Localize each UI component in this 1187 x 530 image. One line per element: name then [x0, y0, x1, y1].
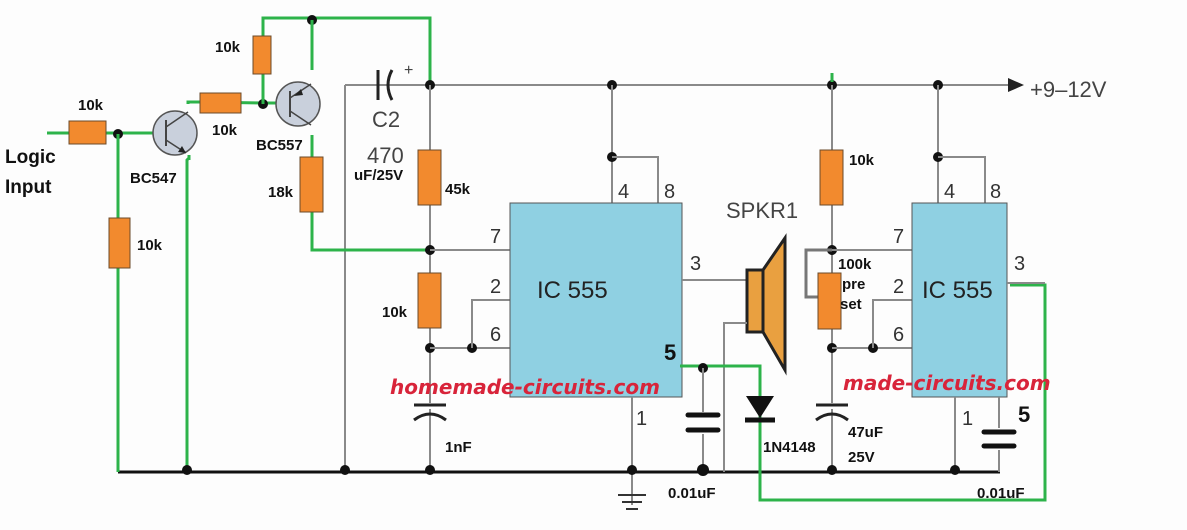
- ic1-pin4: 4: [618, 181, 629, 203]
- c2-value: 470: [367, 143, 404, 168]
- ic1-label: IC 555: [537, 277, 608, 304]
- ic2-pin7: 7: [893, 226, 904, 248]
- c2-label: C2: [372, 107, 400, 132]
- watermark-1: homemade-circuits.com: [390, 375, 660, 399]
- supply-rail: +9–12V: [345, 77, 1107, 102]
- resistor-18k: [299, 156, 324, 213]
- ic2-pin6: 6: [893, 324, 904, 346]
- c-47uf-label-2: 25V: [848, 449, 875, 466]
- ic1-pin1: 1: [636, 408, 647, 430]
- preset-label-2: pre: [842, 276, 865, 293]
- arrow-icon: [1008, 78, 1024, 92]
- resistor-10k-timing2: [819, 149, 844, 206]
- resistor-10k-timing1-label: 10k: [382, 304, 408, 321]
- ic2-pin2: 2: [893, 276, 904, 298]
- capacitor-ctrl1: [685, 412, 721, 434]
- resistor-input: [68, 120, 107, 145]
- c-47uf-label-1: 47uF: [848, 424, 883, 441]
- resistor-10k-timing1: [417, 272, 442, 329]
- preset-label-1: 100k: [838, 256, 872, 273]
- watermark-2: made-circuits.com: [843, 371, 1051, 395]
- c-ctrl1-label: 0.01uF: [668, 485, 716, 502]
- ground-icon: [618, 494, 646, 510]
- c-1nf-label: 1nF: [445, 439, 472, 456]
- ic2-pin1: 1: [962, 408, 973, 430]
- transistor-bc547: [152, 110, 198, 156]
- ic2-pin4: 4: [944, 181, 955, 203]
- ic1-pin5: 5: [664, 340, 676, 365]
- resistor-45k: [417, 149, 442, 206]
- ic1-555: [509, 202, 683, 398]
- c2-rating: uF/25V: [354, 167, 403, 184]
- preset-100k: [817, 272, 842, 330]
- resistor-10k-timing2-label: 10k: [849, 152, 875, 169]
- speaker-icon: [745, 233, 787, 376]
- preset-label-3: set: [840, 296, 862, 313]
- diode-1n4148: [745, 396, 775, 423]
- resistor-base-557-label: 10k: [212, 122, 238, 139]
- diode-label: 1N4148: [763, 439, 816, 456]
- resistor-45k-label: 45k: [445, 181, 471, 198]
- resistor-pulldown: [108, 217, 131, 269]
- speaker-label: SPKR1: [726, 198, 798, 223]
- ic1-pin3: 3: [690, 253, 701, 275]
- resistor-bias-557-label: 10k: [215, 39, 241, 56]
- resistor-pulldown-label: 10k: [137, 237, 163, 254]
- resistor-18k-label: 18k: [268, 184, 294, 201]
- capacitor-c2: [376, 69, 394, 101]
- transistor-bc557: [275, 81, 321, 127]
- capacitor-1nf: [413, 403, 447, 422]
- ic2-pin8: 8: [990, 181, 1001, 203]
- capacitor-ctrl2: [981, 428, 1017, 450]
- ic1-pin7: 7: [490, 226, 501, 248]
- ic2-pin3: 3: [1014, 253, 1025, 275]
- bc547-label: BC547: [130, 170, 177, 187]
- ic2-label: IC 555: [922, 277, 993, 304]
- bc557-label: BC557: [256, 137, 303, 154]
- logic-input-label-2: Input: [5, 177, 52, 198]
- ic1-pin8: 8: [664, 181, 675, 203]
- ic1-pin6: 6: [490, 324, 501, 346]
- ic2-555: [911, 202, 1008, 398]
- ic2-pin5: 5: [1018, 402, 1030, 427]
- c2-plus: +: [404, 62, 413, 79]
- resistor-base-557: [199, 92, 242, 114]
- resistor-bias-557: [252, 35, 272, 75]
- c-ctrl2-label: 0.01uF: [977, 485, 1025, 502]
- resistor-input-label: 10k: [78, 97, 104, 114]
- capacitor-47uf: [815, 403, 849, 422]
- logic-input-label: Logic: [5, 147, 56, 168]
- supply-label: +9–12V: [1030, 77, 1107, 102]
- ic1-pin2: 2: [490, 276, 501, 298]
